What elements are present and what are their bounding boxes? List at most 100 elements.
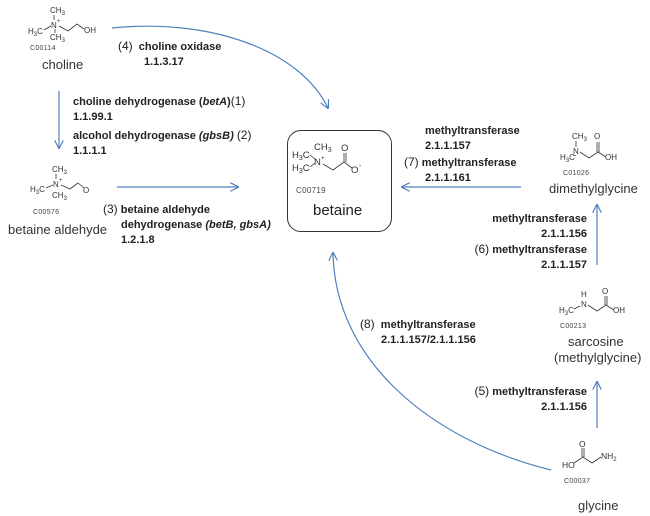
reaction-label-3: (3) betaine aldehyde dehydrogenase (betB…	[103, 202, 271, 248]
svg-text:+: +	[59, 178, 63, 184]
svg-text:OH: OH	[613, 306, 625, 315]
ec-number: 1.2.1.8	[121, 234, 155, 246]
arrow-choline-to-betaine	[111, 25, 328, 108]
gene-name: betA	[202, 96, 228, 108]
reaction-number: (2)	[236, 128, 252, 142]
ec-number: 1.1.1.1	[73, 145, 107, 157]
svg-text:H3C: H3C	[292, 163, 310, 175]
svg-text:H3C: H3C	[28, 27, 43, 38]
compound-name-betaine-aldehyde: betaine aldehyde	[8, 222, 108, 237]
reaction-number: (8)	[360, 317, 375, 331]
enzyme-name: methyltransferase	[421, 157, 517, 169]
reaction-label-1: choline dehydrogenase (betA)(1) 1.1.99.1	[73, 94, 245, 125]
svg-text:HO: HO	[562, 460, 575, 470]
svg-text:CH3: CH3	[52, 165, 68, 176]
choline-structure: CH3 N + H3C CH3 OH	[28, 6, 96, 44]
svg-text:OH: OH	[84, 26, 96, 35]
ec-number: 2.1.1.157/2.1.1.156	[381, 334, 476, 346]
svg-text:O: O	[341, 143, 348, 154]
reaction-label-7: (7) methyltransferase 2.1.1.161	[404, 155, 517, 186]
compound-id: C01026	[563, 170, 590, 177]
svg-text:CH3: CH3	[572, 132, 588, 143]
compound-id: C00719	[296, 186, 326, 195]
reaction-label-2: alcohol dehydrogenase (gbsB) (2) 1.1.1.1	[73, 128, 251, 159]
svg-text:CH3: CH3	[314, 142, 332, 154]
enzyme-name: methyltransferase	[425, 125, 520, 137]
reaction-label-8: (8) methyltransferase 2.1.1.157/2.1.1.15…	[360, 317, 476, 348]
svg-text:H: H	[581, 290, 587, 299]
svg-text:O: O	[83, 186, 89, 195]
reaction-label-6a: methyltransferase 2.1.1.156	[480, 212, 587, 242]
svg-text:N: N	[573, 147, 579, 156]
compound-id: C00576	[33, 209, 60, 216]
svg-text:N: N	[51, 21, 57, 30]
ec-number: 2.1.1.161	[425, 172, 471, 184]
svg-text:H3C: H3C	[292, 150, 310, 162]
svg-text:-: -	[359, 163, 362, 170]
enzyme-name: methyltransferase	[492, 244, 587, 256]
ec-number: 1.1.99.1	[73, 111, 113, 123]
ec-number: 2.1.1.156	[541, 228, 587, 240]
reaction-label-6: (6) methyltransferase 2.1.1.157	[460, 242, 587, 273]
enzyme-name: choline dehydrogenase (	[73, 96, 203, 108]
glycine-structure: HO O NH2	[562, 441, 617, 470]
svg-text:N: N	[314, 157, 321, 168]
arrow-glycine-to-betaine	[333, 253, 552, 471]
compound-name-dimethylglycine: dimethylglycine	[549, 181, 638, 196]
reaction-number: (1)	[230, 94, 246, 108]
ec-number: 2.1.1.156	[541, 401, 587, 413]
compound-id: C00114	[30, 45, 56, 52]
compound-name-glycine: glycine	[578, 498, 619, 513]
ec-number: 1.1.3.17	[144, 56, 184, 68]
svg-text:+: +	[321, 156, 325, 162]
svg-text:O: O	[579, 441, 586, 449]
enzyme-name: betaine aldehyde	[120, 204, 210, 216]
svg-text:CH3: CH3	[50, 6, 66, 17]
svg-text:N: N	[581, 300, 587, 309]
reaction-number: (3)	[103, 202, 118, 216]
svg-text:H3C: H3C	[559, 306, 574, 317]
svg-text:O: O	[351, 165, 358, 176]
enzyme-name: alcohol dehydrogenase	[73, 130, 199, 142]
compound-id: C00213	[560, 323, 587, 330]
svg-text:+: +	[57, 19, 61, 25]
enzyme-name: methyltransferase	[492, 386, 587, 398]
ec-number: 2.1.1.157	[425, 140, 471, 152]
compound-name-choline: choline	[42, 57, 84, 72]
compound-name-sarcosine-alt: (methylglycine)	[554, 350, 642, 365]
reaction-label-4: (4) choline oxidase 1.1.3.17	[118, 39, 221, 70]
reaction-number: (6)	[474, 242, 490, 256]
betaine-aldehyde-structure: CH3 N + H3C CH3 O	[30, 165, 89, 202]
reaction-number: (4)	[118, 39, 133, 53]
enzyme-name: methyltransferase	[380, 319, 476, 331]
svg-text:CH3: CH3	[50, 33, 66, 44]
compound-name-sarcosine: sarcosine	[568, 334, 624, 349]
enzyme-name: choline oxidase	[138, 41, 222, 53]
reaction-number: (7)	[404, 155, 419, 169]
svg-text:O: O	[594, 132, 600, 141]
svg-text:NH2: NH2	[601, 451, 617, 463]
reaction-number: (5)	[474, 384, 490, 398]
svg-text:CH3: CH3	[52, 191, 68, 202]
svg-text:N: N	[53, 180, 59, 189]
svg-text:H3C: H3C	[560, 153, 575, 164]
svg-text:H3C: H3C	[30, 185, 45, 196]
betaine-box	[287, 130, 392, 232]
enzyme-tail: )	[227, 96, 231, 108]
sarcosine-structure: H3C H N O OH	[559, 288, 625, 317]
compound-name-betaine: betaine	[313, 202, 363, 219]
reaction-label-5: (5) methyltransferase 2.1.1.156	[460, 384, 587, 415]
dimethylglycine-structure: CH3 N H3C O OH	[560, 132, 617, 164]
enzyme-name-line2: dehydrogenase	[121, 219, 206, 231]
svg-text:OH: OH	[605, 153, 617, 162]
enzyme-name: methyltransferase	[492, 213, 587, 225]
reaction-label-7a: methyltransferase 2.1.1.157	[425, 124, 520, 154]
gene-name: (gbsB)	[198, 130, 234, 142]
compound-id: C00037	[564, 478, 591, 485]
svg-text:O: O	[602, 288, 608, 296]
gene-name: (betB, gbsA)	[205, 219, 271, 231]
ec-number: 2.1.1.157	[541, 259, 587, 271]
betaine-structure: CH3 H3C H3C N + O O -	[292, 142, 362, 176]
